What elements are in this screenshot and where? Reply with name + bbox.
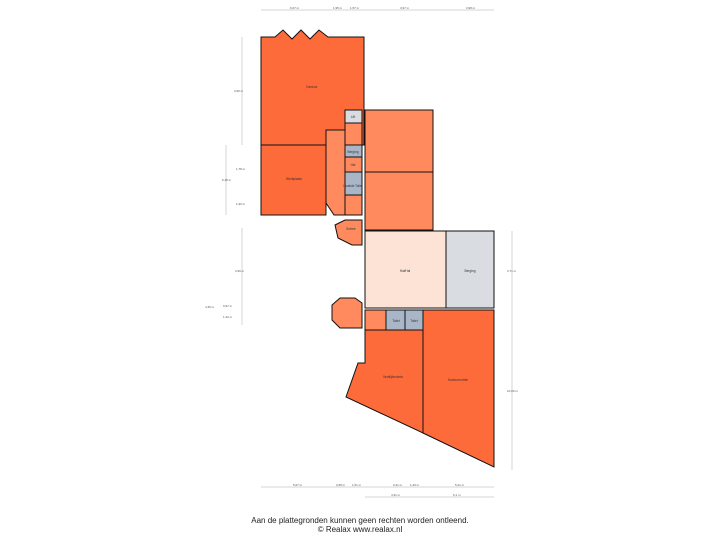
label-storage: Berging [348,150,359,154]
rooms [260,29,495,468]
label-hall-small: Hal [351,163,356,167]
room-hall-small-3 [344,194,363,216]
label-room-bottom-right: Kantoorruimte [448,378,468,382]
room-hall-bottom [364,309,387,331]
disclaimer: Aan de plattegronden kunnen geen rechten… [251,516,469,525]
room-bottom-right [422,309,495,468]
dim-left-2: 5,18 m [222,178,232,182]
label-storage-big: Berging [465,269,476,273]
dim-top-3: 1,57 m [350,6,360,10]
dim-bottom-8: 6,1 m [453,493,461,497]
dim-bottom-1: 5,07 m [293,483,303,487]
label-hall: Hal/Hal [400,269,411,273]
dim-left-1: 3,90 m [234,89,244,93]
room-entrance-bottom [331,297,363,329]
dimension-labels: 6,07 m 1,95 m 1,57 m 3,97 m 3,98 m 5,07 … [205,6,518,497]
dim-bottom-3: 1,51 m [352,483,362,487]
room-labels: Kantoor Werkplaats Lift Berging Hal Inva… [286,85,476,382]
room-hall-small-1 [344,122,363,146]
dim-top-4: 3,97 m [400,6,410,10]
label-toilet-2: Toilet [410,319,418,323]
label-entrance-top: Entree [346,227,356,231]
dim-bottom-5: 1,29 m [410,483,420,487]
room-hall [364,230,447,309]
dim-bottom-7: 4,31 m [391,493,401,497]
dim-top-2: 1,95 m [333,6,343,10]
dim-bottom-2: 0,68 m [336,483,346,487]
label-room-bottom-left: Verblijfsruimte [383,375,403,379]
dimension-lines [225,9,513,498]
dim-right-1: 3,71 m [507,269,517,273]
copyright[interactable]: © Realax www.realax.nl [317,525,403,534]
room-entrance-top [334,219,363,246]
dim-left-5: 3,96 m [235,269,245,273]
room-right-top-1 [364,109,434,173]
dim-left-8: 4,35 m [205,305,215,309]
dim-top-5: 3,98 m [466,6,476,10]
room-right-top-2 [364,171,434,231]
dim-left-4: 1,90 m [236,202,246,206]
dim-bottom-6: 5,21 m [455,483,465,487]
dim-top-1: 6,07 m [290,6,300,10]
footer: Aan de plattegronden kunnen geen rechten… [0,516,720,534]
label-toilet-top: Invalide Toilet [343,184,362,188]
label-toilet-1: Toilet [392,319,400,323]
dim-bottom-4: 0,21 m [393,483,403,487]
label-main-top: Kantoor [306,85,318,89]
dim-left-6: 0,97 m [223,304,233,308]
dim-right-2: 10,09 m [507,389,518,393]
dim-left-3: 1,78 m [236,167,246,171]
corridor [325,129,346,216]
room-storage-big [445,230,495,309]
dim-left-7: 1,32 m [223,315,233,319]
label-main-left: Werkplaats [286,177,302,181]
room-bottom-left [345,329,424,434]
label-lift: Lift [351,115,355,119]
